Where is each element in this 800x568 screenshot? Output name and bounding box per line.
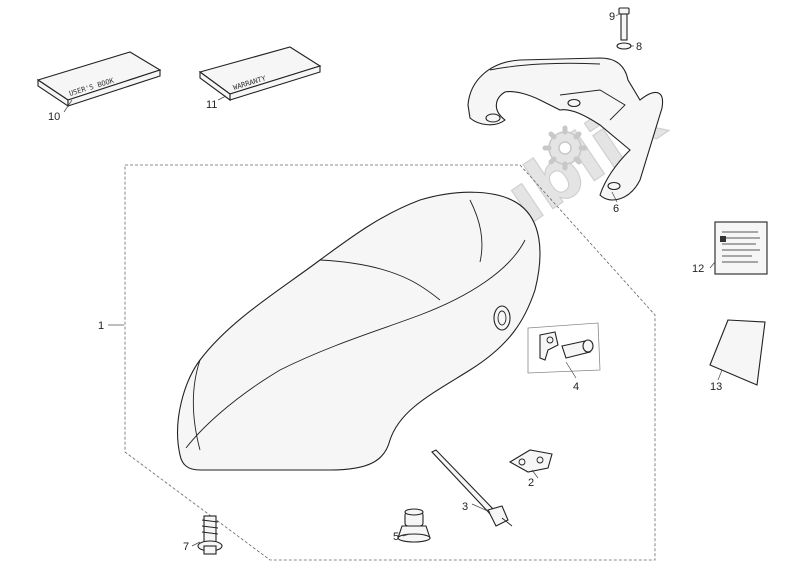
callout-11: 11: [206, 99, 217, 111]
rubber-buffer: [397, 508, 431, 543]
seat: [177, 191, 541, 471]
callout-1: 1: [98, 320, 104, 332]
callout-labels: 1 2 3 4 5 6 7 8 9 10 11 12 13: [48, 11, 722, 553]
hinge-bracket: [508, 449, 553, 473]
callout-5: 5: [393, 531, 399, 543]
plate: [709, 319, 766, 386]
warranty-book: WARRANTY: [198, 46, 322, 102]
callout-7: 7: [183, 541, 189, 553]
callout-6: 6: [613, 203, 619, 215]
callout-2: 2: [528, 477, 534, 489]
assembly-frame: [124, 164, 656, 561]
callout-12: 12: [692, 263, 704, 275]
user-manual-book: USER'S BOOK: [36, 51, 162, 108]
callout-13: 13: [710, 381, 722, 393]
gear-icon: [542, 125, 588, 171]
screw-and-washer: [616, 7, 632, 50]
lock-set: [527, 322, 601, 374]
sticker: [714, 221, 768, 275]
self-tapping-screw: [197, 515, 223, 555]
cable-tie: [431, 449, 513, 527]
callout-3: 3: [462, 501, 468, 513]
callout-8: 8: [636, 41, 642, 53]
callout-9: 9: [609, 11, 615, 23]
callout-4: 4: [573, 381, 579, 393]
leader-lines: [63, 13, 723, 547]
callout-10: 10: [48, 111, 60, 123]
grab-handle: [467, 57, 664, 201]
